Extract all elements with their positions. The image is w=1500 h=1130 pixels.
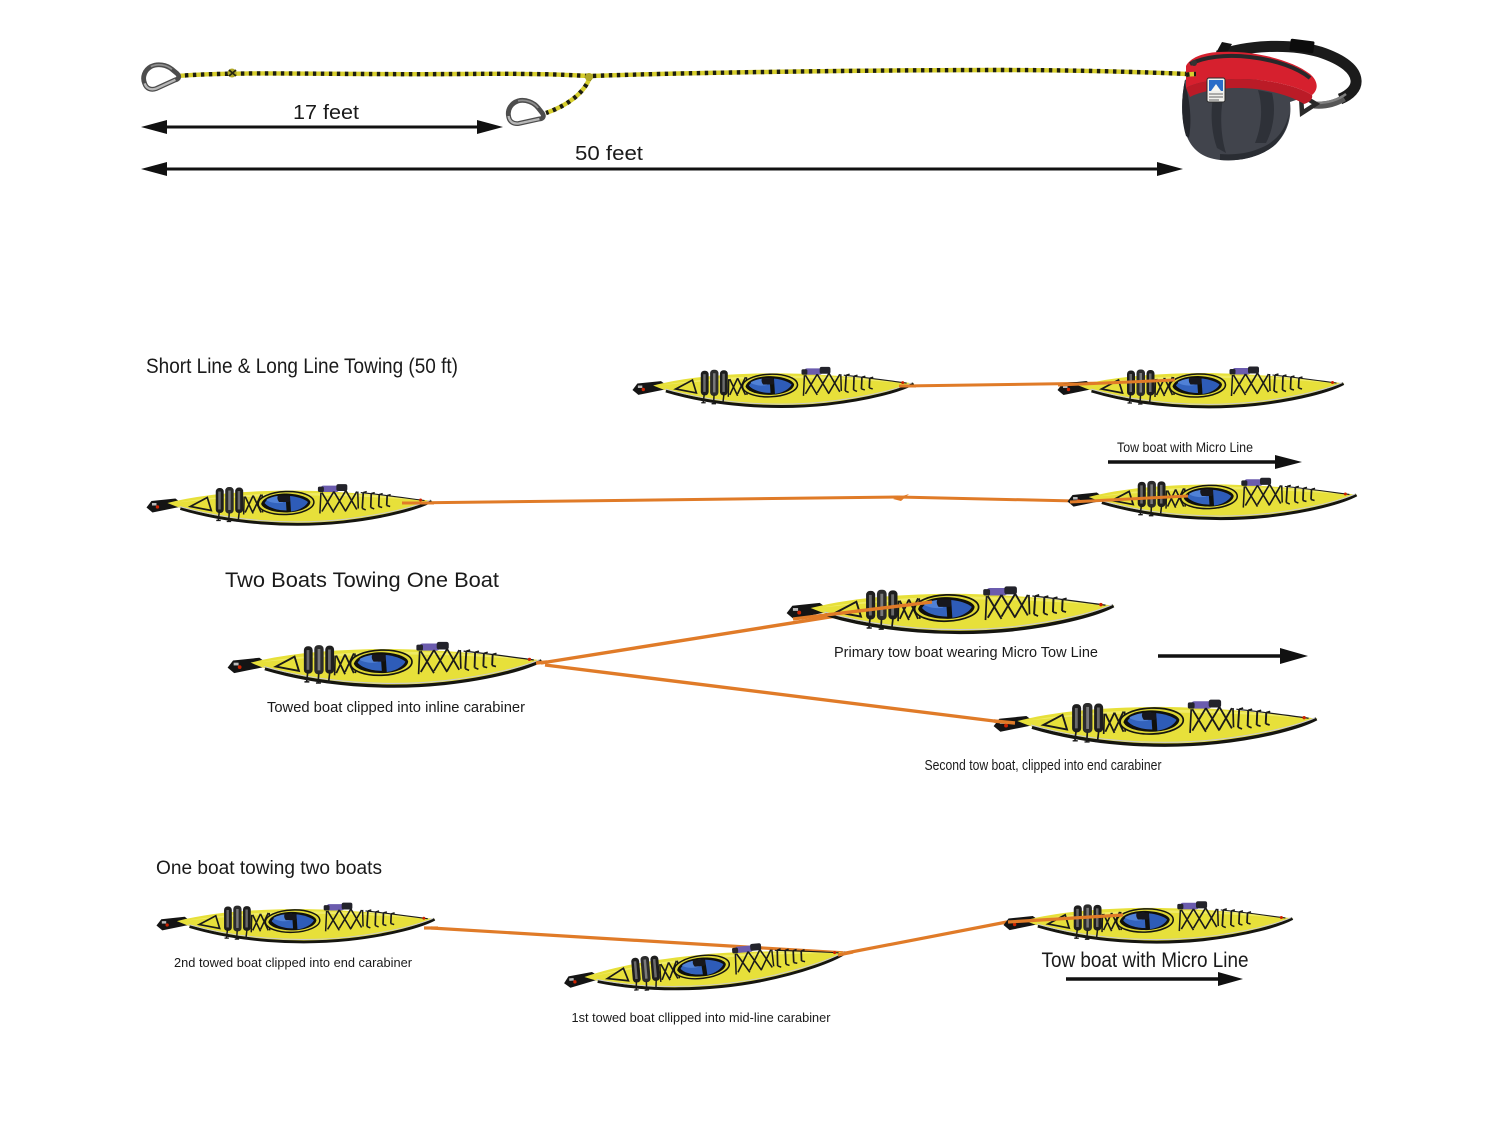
svg-text:17 feet: 17 feet <box>293 102 359 124</box>
svg-text:Primary tow boat wearing Micro: Primary tow boat wearing Micro Tow Line <box>834 645 1098 661</box>
svg-text:2nd towed boat clipped into en: 2nd towed boat clipped into end carabine… <box>174 955 413 970</box>
svg-text:Towed boat clipped into inline: Towed boat clipped into inline carabiner <box>267 700 525 716</box>
svg-text:Second tow boat, clipped into: Second tow boat, clipped into end carabi… <box>925 758 1162 774</box>
svg-text:1st towed boat cllipped into m: 1st towed boat cllipped into mid-line ca… <box>572 1010 832 1025</box>
svg-text:Two Boats Towing One Boat: Two Boats Towing One Boat <box>225 569 499 592</box>
svg-text:One boat towing two boats: One boat towing two boats <box>156 858 382 879</box>
svg-text:Short Line & Long Line Towing: Short Line & Long Line Towing (50 ft) <box>146 355 458 378</box>
svg-text:50 feet: 50 feet <box>575 143 643 165</box>
svg-text:Tow boat with Micro Line: Tow boat with Micro Line <box>1117 440 1253 455</box>
svg-text:Tow boat with Micro Line: Tow boat with Micro Line <box>1042 948 1249 972</box>
